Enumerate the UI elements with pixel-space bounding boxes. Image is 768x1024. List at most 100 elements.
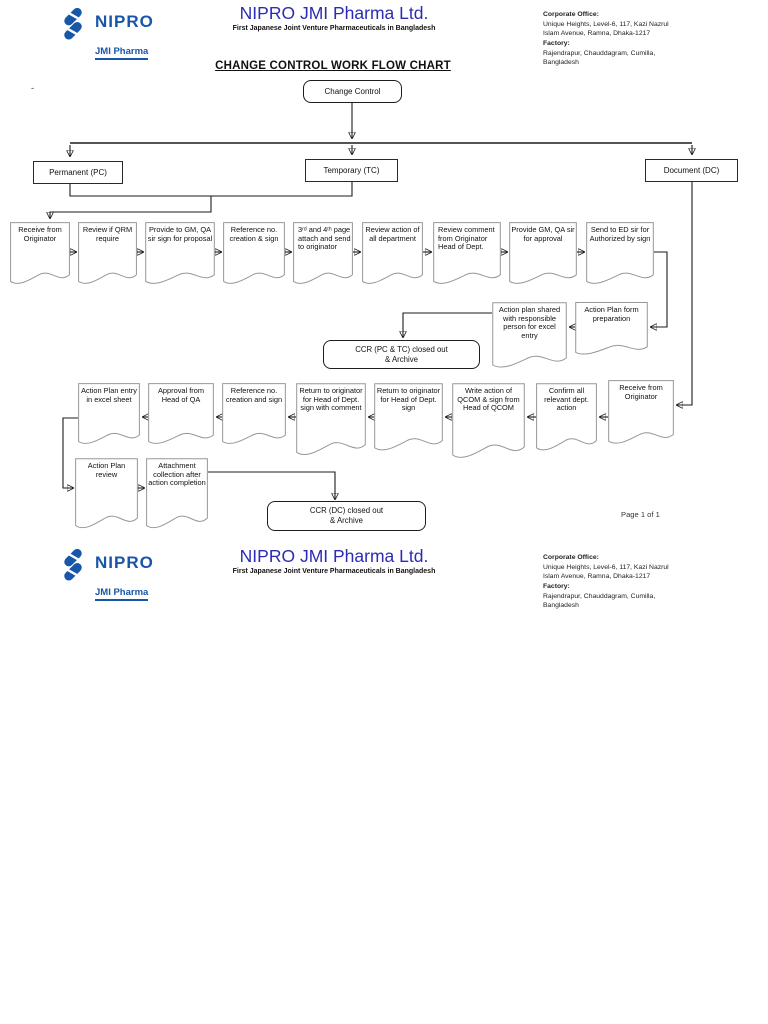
flow-step-provide-gm-qa-approval: Provide GM, QA sir for approval: [509, 222, 577, 288]
factory-label: Factory:: [543, 39, 570, 47]
document-shape: [145, 222, 215, 288]
connector-line: [208, 471, 335, 499]
document-shape: [374, 383, 443, 455]
flow-step-confirm-relevant-dept: Confirm all relevant dept. action: [536, 383, 597, 455]
flow-step-label: Action Plan entry in excel sheet: [81, 386, 137, 404]
terminator-ccr-pc-tc: CCR (PC & TC) closed out & Archive: [323, 340, 480, 369]
flow-step-label: Receive from Originator: [18, 225, 62, 243]
company-name: NIPRO JMI Pharma Ltd.: [239, 3, 429, 23]
logo-row: NIPRO: [55, 7, 165, 41]
document-shape: [536, 383, 597, 455]
terminator-label: CCR (DC) closed out & Archive: [309, 506, 384, 525]
flow-step-label: Provide GM, QA sir for approval: [511, 225, 575, 243]
factory-label: Factory:: [543, 582, 570, 590]
document-shape: [608, 380, 674, 448]
header-company-block: NIPRO JMI Pharma Ltd. First Japanese Joi…: [184, 3, 484, 33]
document-shape: [492, 302, 567, 372]
flow-step-label: Send to ED sir for Authorized by sign: [589, 225, 651, 243]
factory-line1: Rajendrapur, Chauddagram, Cumilla,: [543, 49, 656, 57]
nipro-logo-icon: [64, 7, 82, 40]
document-shape: [509, 222, 577, 288]
flow-step-reference-no-creation: Reference no. creation & sign: [223, 222, 285, 288]
branch-label: Permanent (PC): [49, 168, 107, 177]
flow-step-reference-no-creation-sign: Reference no. creation and sign: [222, 383, 286, 448]
company-name: NIPRO JMI Pharma Ltd.: [239, 546, 429, 566]
branch-temporary-tc: Temporary (TC): [305, 159, 398, 182]
document-shape: [223, 222, 285, 288]
flow-step-label: Action Plan form preparation: [584, 305, 639, 323]
flow-step-label: Reference no. creation & sign: [229, 225, 279, 243]
flow-step-label: Action plan shared with responsible pers…: [498, 305, 561, 341]
company-tagline: First Japanese Joint Venture Pharmaceuti…: [232, 25, 436, 33]
flow-step-label: Receive from Originator: [619, 383, 663, 401]
flow-step-label: Write action of QCOM & sign from Head of…: [457, 386, 520, 413]
footer-address-block: Corporate Office: Unique Heights, Level-…: [543, 553, 748, 611]
flow-step-review-action-all-dept: Review action of all department: [362, 222, 423, 288]
footer-company-block: NIPRO JMI Pharma Ltd. First Japanese Joi…: [184, 546, 484, 576]
flow-step-label: Reference no. creation and sign: [225, 386, 283, 404]
flow-step-page-attach-send: 3ʳᵈ and 4ᵗʰ page attach and send to orig…: [293, 222, 353, 288]
logo-wordmark: NIPRO: [95, 12, 154, 31]
flow-step-return-originator-sign-comment: Return to originator for Head of Dept. s…: [296, 383, 366, 460]
flow-step-label: Confirm all relevant dept. action: [544, 386, 589, 413]
flow-step-label: Approval from Head of QA: [157, 386, 204, 404]
factory-line2: Bangladesh: [543, 59, 579, 67]
stray-dash: -: [31, 83, 34, 93]
flow-step-label: Attachment collection after action compl…: [148, 461, 206, 488]
company-tagline: First Japanese Joint Venture Pharmaceuti…: [232, 568, 436, 576]
flow-step-label: 3ʳᵈ and 4ᵗʰ page attach and send to orig…: [298, 225, 351, 252]
flow-step-label: Return to originator for Head of Dept. s…: [376, 386, 441, 413]
connector-line: [50, 196, 212, 218]
corporate-office-line2: Islam Avenue, Ramna, Dhaka-1217: [543, 573, 651, 581]
document-shape: [586, 222, 654, 288]
flow-step-action-plan-shared: Action plan shared with responsible pers…: [492, 302, 567, 372]
connector-line: [677, 182, 693, 405]
flow-step-return-originator-sign: Return to originator for Head of Dept. s…: [374, 383, 443, 455]
page-number: Page 1 of 1: [621, 510, 660, 519]
terminator-label: CCR (PC & TC) closed out & Archive: [355, 344, 448, 364]
logo-sub-wordmark: JMI Pharma: [95, 46, 149, 61]
flow-step-attachment-collection: Attachment collection after action compl…: [146, 458, 208, 533]
logo-sub-wordmark: JMI Pharma: [95, 587, 149, 602]
flow-step-approval-head-qa: Approval from Head of QA: [148, 383, 214, 448]
flow-step-action-plan-entry-excel: Action Plan entry in excel sheet: [78, 383, 140, 448]
flow-step-label: Provide to GM, QA sir sign for proposal: [147, 225, 213, 243]
document-shape: [452, 383, 525, 463]
flow-step-write-action-qcom: Write action of QCOM & sign from Head of…: [452, 383, 525, 463]
flow-start-label: Change Control: [324, 86, 381, 96]
flow-step-label: Return to originator for Head of Dept. s…: [299, 386, 363, 413]
logo-wordmark: NIPRO: [95, 553, 154, 572]
branch-label: Temporary (TC): [323, 166, 380, 175]
document-shape: [146, 458, 208, 533]
document-shape: [10, 222, 70, 288]
footer-logo: NIPRO JMI Pharma: [55, 548, 165, 602]
corporate-office-line2: Islam Avenue, Ramna, Dhaka-1217: [543, 30, 651, 38]
document-shape: [78, 383, 140, 448]
flow-step-label: Review comment from Originator Head of D…: [438, 225, 495, 252]
flow-step-receive-from-originator-1: Receive from Originator: [10, 222, 70, 288]
flow-step-action-plan-review: Action Plan review: [75, 458, 138, 533]
nipro-logo-icon: [64, 548, 82, 581]
flow-start-change-control: Change Control: [303, 80, 402, 103]
flow-step-review-if-qrm: Review if QRM require: [78, 222, 137, 288]
connector-line: [403, 312, 492, 337]
header-address-block: Corporate Office: Unique Heights, Level-…: [543, 10, 748, 68]
flow-step-action-plan-form-preparation: Action Plan form preparation: [575, 302, 648, 358]
flow-step-label: Review action of all department: [365, 225, 420, 243]
corporate-office-line1: Unique Heights, Level-6, 117, Kazi Nazru…: [543, 563, 669, 571]
connector-line: [69, 182, 353, 197]
flow-step-send-to-ed-sir: Send to ED sir for Authorized by sign: [586, 222, 654, 288]
logo-row: NIPRO: [55, 548, 165, 582]
flow-step-provide-gm-qa-sign: Provide to GM, QA sir sign for proposal: [145, 222, 215, 288]
flow-step-label: Review if QRM require: [82, 225, 133, 243]
terminator-ccr-dc: CCR (DC) closed out & Archive: [267, 501, 426, 531]
header-logo: NIPRO JMI Pharma: [55, 7, 165, 61]
document-shape: [293, 222, 353, 288]
page-title: CHANGE CONTROL WORK FLOW CHART: [215, 60, 451, 72]
branch-permanent-pc: Permanent (PC): [33, 161, 123, 184]
flow-step-review-comment-originator: Review comment from Originator Head of D…: [433, 222, 501, 288]
document-shape: [148, 383, 214, 448]
document-shape: [75, 458, 138, 533]
flow-step-label: Action Plan review: [87, 461, 126, 479]
